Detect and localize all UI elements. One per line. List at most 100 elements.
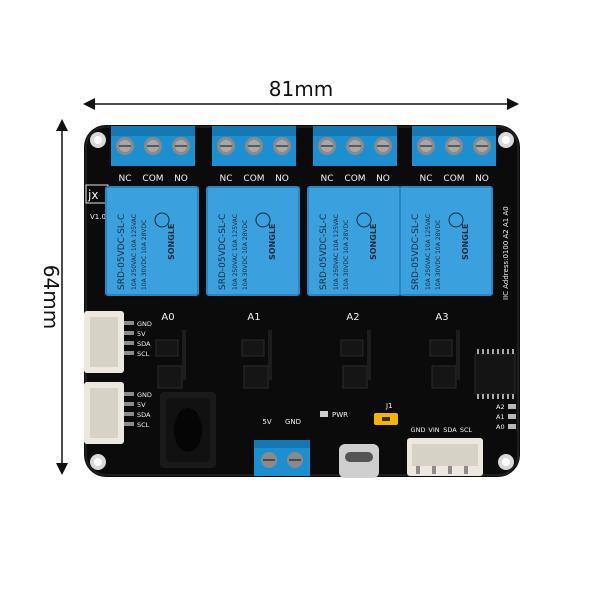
relay-edge (206, 186, 300, 296)
ic-pin (477, 394, 479, 399)
ic-body (474, 353, 516, 395)
optocoupler (342, 365, 368, 389)
header-pin (416, 466, 420, 474)
relay-rating-dc: 10A 30VDC 10A 28VDC (242, 220, 249, 290)
optocoupler (243, 365, 269, 389)
header-pin-label: VIN (428, 426, 439, 434)
relay-model: SRD-05VDC-SL-C (218, 214, 228, 290)
ic-pin (487, 349, 489, 354)
brand-logo: jx (87, 188, 98, 202)
channel-label: A3 (435, 312, 448, 323)
mounting-hole-center (502, 458, 510, 466)
header-pin (124, 392, 134, 396)
terminal-label: NO (475, 174, 489, 184)
jumper-label: J1 (385, 402, 393, 410)
transistor (429, 339, 453, 357)
mounting-hole-center (94, 458, 102, 466)
optocoupler (431, 365, 457, 389)
ic-pin (502, 349, 504, 354)
relay-model: SRD-05VDC-SL-C (411, 214, 421, 290)
version-label: V1.0 (90, 213, 106, 221)
relay (207, 187, 299, 295)
address-label: A1 (496, 413, 505, 421)
address-label: A0 (496, 423, 505, 431)
header-pin (124, 341, 134, 345)
header-pin-label: SDA (443, 426, 457, 434)
height-label: 64mm (39, 265, 63, 329)
usb-c-port (339, 444, 379, 478)
relay (308, 187, 400, 295)
relay-brand: SONGLE (461, 224, 470, 260)
header-pin-label: SCL (137, 350, 150, 358)
ic-pin (477, 349, 479, 354)
terminal-top (212, 126, 296, 136)
ic-pin (492, 394, 494, 399)
terminal-label: NO (174, 174, 188, 184)
i2c-address-label: IIC Address:0100 A2 A1 A0 (502, 206, 510, 300)
relay-edge (105, 186, 199, 296)
header-pin (124, 412, 134, 416)
relay-rating-dc: 10A 30VDC 10A 28VDC (343, 220, 350, 290)
terminal-top (111, 126, 195, 136)
header-pin-label: GND (137, 320, 152, 328)
relay-brand: SONGLE (369, 224, 378, 260)
header-pin-label: SDA (137, 411, 151, 419)
power-terminal: 5V GND (254, 418, 310, 476)
relay-brand: SONGLE (167, 224, 176, 260)
terminal-label: COM (344, 174, 365, 184)
ce-mark-icon (255, 212, 271, 228)
width-label: 81mm (269, 77, 333, 101)
ce-mark-icon (356, 212, 372, 228)
relay-channels: NC COM NO SRD-05VDC-SL-C 10A 250VAC 10A 125V… (105, 126, 496, 389)
led (320, 411, 328, 417)
jumper-j1: J1 (374, 402, 398, 425)
relay-rating-ac: 10A 250VAC 10A 125VAC (232, 214, 239, 290)
header-pin (124, 331, 134, 335)
terminal-label: COM (443, 174, 464, 184)
terminal-label: NO (275, 174, 289, 184)
header-pin-label: GND (137, 391, 152, 399)
terminal-top (313, 126, 397, 136)
trace (456, 330, 460, 380)
terminal-label: NO (376, 174, 390, 184)
header-cavity (90, 317, 118, 367)
relay (400, 187, 492, 295)
trace (268, 330, 272, 380)
optocoupler (157, 365, 183, 389)
width-dimension: 81mm (83, 77, 519, 110)
power-label-gnd: GND (285, 418, 301, 426)
transistor (155, 339, 179, 357)
ic-pin (497, 394, 499, 399)
address-pad (508, 404, 516, 409)
relay-board: jx V1.0 IIC Address:0100 A2 A1 A0 NC COM N… (84, 125, 520, 478)
terminal-label: NC (219, 174, 232, 184)
power-led: PWR (320, 411, 348, 419)
dc-barrel-jack (160, 392, 216, 468)
relay-brand: SONGLE (268, 224, 277, 260)
height-dimension: 64mm (39, 119, 68, 475)
terminal-label: COM (142, 174, 163, 184)
header-pin (124, 402, 134, 406)
header-cavity (412, 444, 478, 466)
power-label-5v: 5V (262, 418, 271, 426)
header-pin-label: SCL (460, 426, 473, 434)
relay-rating-ac: 10A 250VAC 10A 125VAC (131, 214, 138, 290)
address-pad (508, 424, 516, 429)
ic-pin (507, 349, 509, 354)
header-pin (448, 466, 452, 474)
terminal-label: NC (419, 174, 432, 184)
terminal-top (254, 440, 310, 448)
relay-rating-dc: 10A 30VDC 10A 28VDC (435, 220, 442, 290)
relay-model: SRD-05VDC-SL-C (319, 214, 329, 290)
